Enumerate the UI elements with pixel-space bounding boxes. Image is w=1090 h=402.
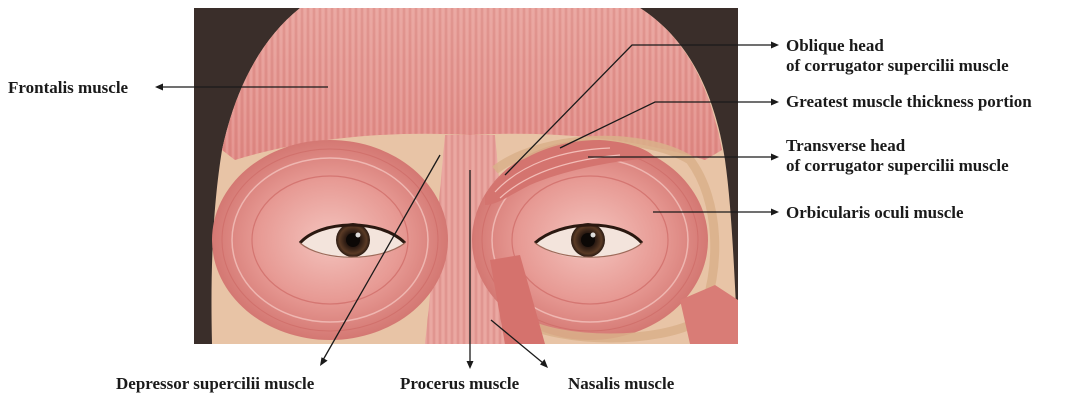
- label-frontalis: Frontalis muscle: [8, 78, 128, 98]
- label-greatest-thickness: Greatest muscle thickness portion: [786, 92, 1032, 112]
- label-orbicularis-oculi: Orbicularis oculi muscle: [786, 203, 964, 223]
- label-nasalis-text: Nasalis muscle: [568, 374, 674, 394]
- label-oblique-head: Oblique head of corrugator supercilii mu…: [786, 36, 1009, 76]
- label-transverse-head-line1: Transverse head: [786, 136, 1009, 156]
- label-transverse-head: Transverse head of corrugator supercilii…: [786, 136, 1009, 176]
- label-transverse-head-line2: of corrugator supercilii muscle: [786, 156, 1009, 176]
- label-procerus-text: Procerus muscle: [400, 374, 519, 394]
- label-oblique-head-line1: Oblique head: [786, 36, 1009, 56]
- illustration-clip: [194, 8, 738, 344]
- label-greatest-thickness-text: Greatest muscle thickness portion: [786, 92, 1032, 112]
- label-depressor-supercilii: Depressor supercilii muscle: [116, 374, 314, 394]
- label-orbicularis-oculi-text: Orbicularis oculi muscle: [786, 203, 964, 223]
- label-depressor-supercilii-text: Depressor supercilii muscle: [116, 374, 314, 394]
- label-frontalis-text: Frontalis muscle: [8, 78, 128, 98]
- label-nasalis: Nasalis muscle: [568, 374, 674, 394]
- label-oblique-head-line2: of corrugator supercilii muscle: [786, 56, 1009, 76]
- label-procerus: Procerus muscle: [400, 374, 519, 394]
